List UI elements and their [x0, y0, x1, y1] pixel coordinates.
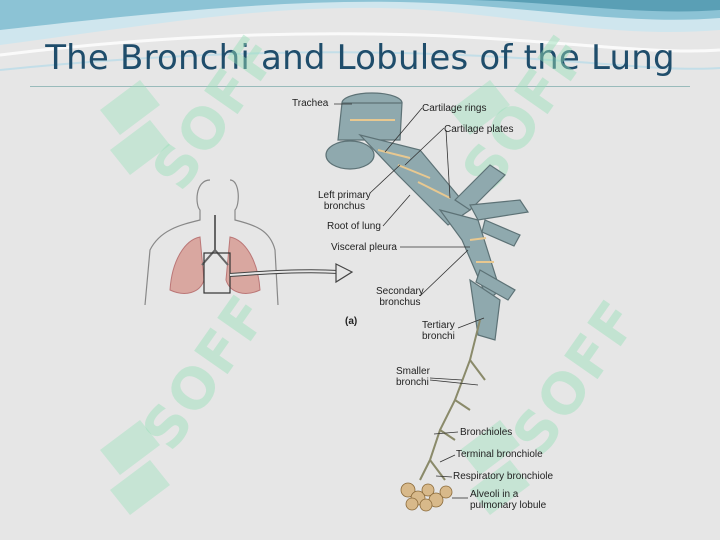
label-line: Left primary — [318, 190, 371, 201]
label-trachea: Trachea — [292, 98, 329, 109]
label-smaller-bronchi: Smaller bronchi — [396, 366, 430, 388]
panel-label: (a) — [345, 316, 358, 327]
label-line: bronchus — [379, 297, 421, 308]
label-bronchioles: Bronchioles — [460, 427, 513, 438]
label-cartilage-rings: Cartilage rings — [422, 103, 487, 114]
label-line: bronchi — [422, 331, 455, 342]
title-divider — [30, 86, 690, 87]
label-line: bronchi — [396, 377, 429, 388]
label-visceral-pleura: Visceral pleura — [331, 242, 397, 253]
label-line: Smaller — [396, 366, 430, 377]
label-line: pulmonary lobule — [470, 500, 547, 511]
label-line: Alveoli in a — [470, 489, 519, 500]
header-wave-decoration — [0, 0, 720, 71]
label-line: Secondary — [376, 286, 424, 297]
label-tertiary-bronchi: Tertiary bronchi — [422, 320, 455, 342]
pointer-arrow — [229, 263, 354, 284]
label-left-primary-bronchus: Left primary bronchus — [318, 190, 371, 212]
label-alveoli: Alveoli in a pulmonary lobule — [470, 489, 546, 511]
label-line: Tertiary — [422, 320, 455, 331]
label-cartilage-plates: Cartilage plates — [444, 124, 514, 135]
label-root-of-lung: Root of lung — [327, 221, 381, 232]
label-respiratory-bronchiole: Respiratory bronchiole — [453, 471, 554, 482]
label-terminal-bronchiole: Terminal bronchiole — [456, 449, 543, 460]
label-line: bronchus — [323, 201, 365, 212]
label-secondary-bronchus: Secondary bronchus — [376, 286, 424, 308]
slide-title: The Bronchi and Lobules of the Lung — [45, 38, 675, 78]
